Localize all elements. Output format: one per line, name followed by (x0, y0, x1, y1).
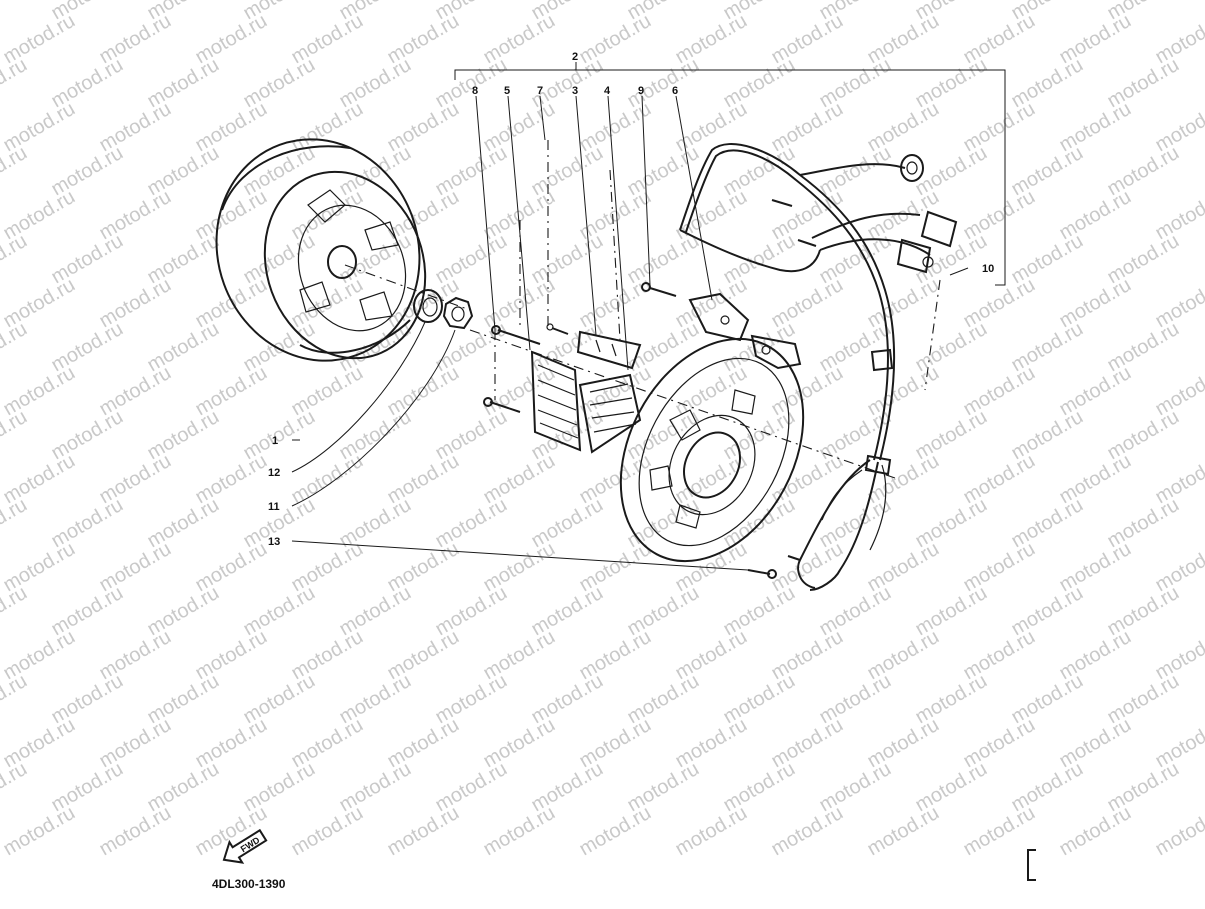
watermark-text: motod.ru (1056, 802, 1135, 861)
watermark-text: motod.ru (1152, 274, 1205, 333)
watermark-text: motod.ru (0, 582, 31, 641)
callout-8: 8 (472, 85, 478, 97)
watermark-text: motod.ru (768, 802, 847, 861)
callout-5: 5 (504, 85, 510, 97)
nut (444, 298, 472, 328)
callout-9: 9 (638, 85, 644, 97)
watermark-text: motod.ru (1152, 450, 1205, 509)
drawing-code: 4DL300-1390 (212, 877, 286, 891)
watermark-text: motod.ru (0, 494, 31, 553)
watermark-text: motod.ru (0, 802, 79, 861)
watermark-text: motod.ru (1152, 98, 1205, 157)
callout-13: 13 (268, 536, 280, 548)
watermark-text: motod.ru (0, 758, 31, 817)
watermark-text: motod.ru (0, 670, 31, 729)
callout-10: 10 (982, 263, 994, 275)
callout-11: 11 (268, 501, 280, 513)
corner-bracket-mark (1028, 850, 1036, 880)
watermark-text: motod.ru (0, 54, 31, 113)
watermark-text: motod.ru (1152, 802, 1205, 861)
watermark-text: motod.ru (288, 802, 367, 861)
callout-3: 3 (572, 85, 578, 97)
watermark-text: motod.ru (1152, 362, 1205, 421)
screw-small (547, 324, 568, 334)
watermark-text: motod.ru (576, 802, 655, 861)
watermark-text: motod.ru (864, 802, 943, 861)
watermark-text: motod.ru (384, 802, 463, 861)
watermark-text: motod.ru (0, 230, 31, 289)
watermark-text: motod.ru (0, 0, 31, 24)
callout-7: 7 (537, 85, 543, 97)
callout-12: 12 (268, 467, 280, 479)
watermark-text: motod.ru (480, 802, 559, 861)
watermark-text: motod.ru (1152, 626, 1205, 685)
callout-1: 1 (272, 435, 278, 447)
watermark-text: motod.ru (672, 802, 751, 861)
watermark-text: motod.ru (0, 406, 31, 465)
watermark-text: motod.ru (0, 318, 31, 377)
watermark-text: motod.ru (1152, 538, 1205, 597)
watermark-text: motod.ru (1152, 10, 1205, 69)
watermark-text: motod.ru (96, 802, 175, 861)
watermark-text: motod.ru (1152, 714, 1205, 773)
watermark-text: motod.ru (0, 142, 31, 201)
watermark-text: motod.ru (960, 802, 1039, 861)
callout-4: 4 (604, 85, 611, 97)
callout-2: 2 (572, 51, 578, 63)
watermark-text: motod.ru (1152, 186, 1205, 245)
callout-6: 6 (672, 85, 678, 97)
